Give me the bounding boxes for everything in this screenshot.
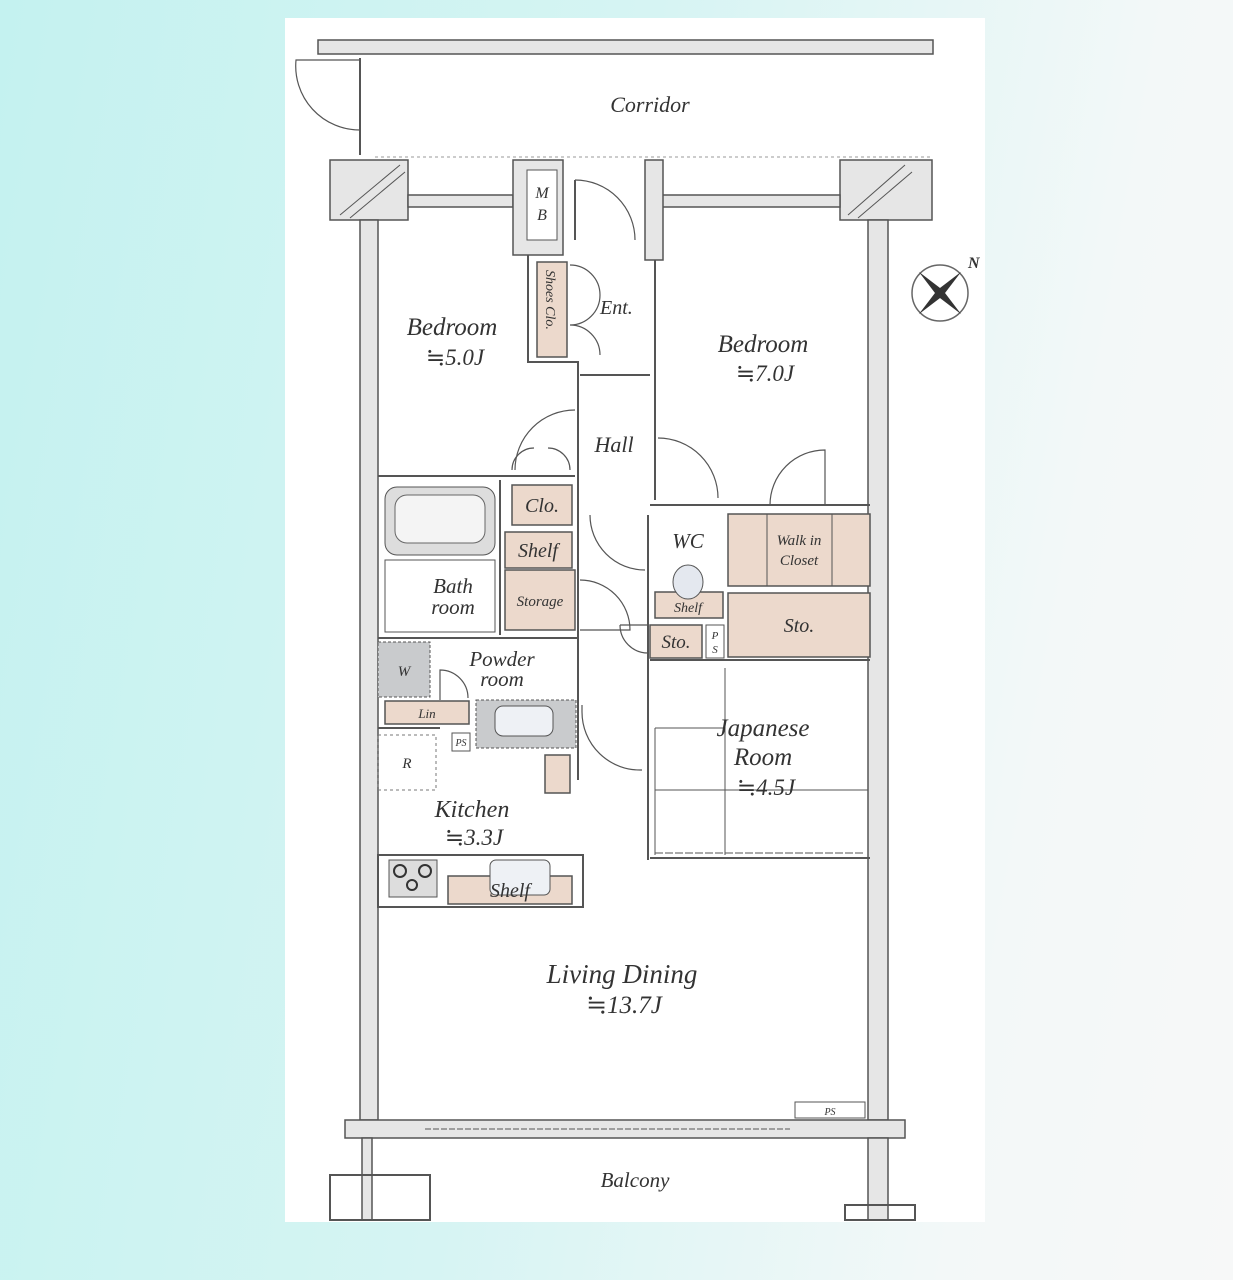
fridge-space (377, 734, 437, 791)
japanese-room-label-2: Room (733, 744, 792, 771)
outer-walls (329, 159, 933, 1221)
shelf-hall (504, 531, 573, 569)
compass-icon (911, 264, 969, 322)
closet-label: Clo. (525, 495, 559, 517)
washer-space (377, 641, 431, 698)
kitchen-shelf-label: Shelf (490, 880, 532, 902)
fridge-label: R (401, 756, 411, 772)
walk-in-closet-label-2: Closet (780, 553, 819, 569)
storage (504, 569, 576, 631)
bath-label-room: room (431, 595, 475, 619)
corridor-railing (317, 39, 934, 55)
ps2-label: PS (454, 738, 466, 749)
linen-shelf (384, 700, 470, 725)
living-dining-size: ≒13.7J (586, 992, 664, 1019)
wc-shelf-label: Shelf (674, 601, 704, 616)
bedroom1-size: ≒5.0J (426, 345, 486, 370)
ps3-label: PS (823, 1107, 835, 1118)
sink-icon (489, 859, 551, 896)
bath-label: Bath (433, 574, 473, 598)
bedroom2-size: ≒7.0J (736, 361, 796, 386)
compass-north-label: N (967, 255, 981, 272)
shoes-closet-label: Shoes Clo. (542, 270, 557, 330)
kitchen-size: ≒3.3J (445, 825, 505, 850)
bedroom2-label: Bedroom (718, 331, 809, 358)
storage-small (649, 624, 703, 659)
walk-in-closet (727, 513, 871, 587)
ps1-label-s: S (712, 644, 718, 656)
linen-label: Lin (417, 706, 435, 721)
ps1-label-p: P (711, 630, 719, 642)
interior-walls (378, 255, 870, 860)
washer-label: W (398, 664, 412, 680)
storage-small-label: Sto. (661, 632, 690, 653)
tatami-lines (654, 668, 868, 855)
corridor-label: Corridor (610, 92, 690, 117)
japanese-room-size: ≒4.5J (737, 775, 797, 800)
shelf-hall-label: Shelf (518, 540, 560, 562)
japanese-room-label: Japanese (716, 715, 809, 742)
kitchen-label: Kitchen (434, 797, 510, 823)
wc-label: WC (672, 529, 704, 553)
closet (511, 484, 573, 526)
toilet-icon (672, 564, 704, 600)
powder-room-label: Powder (468, 647, 535, 671)
balcony-label: Balcony (601, 1168, 670, 1192)
mb-label-b: B (537, 207, 547, 224)
bedroom1-label: Bedroom (407, 314, 498, 341)
storage-large-label: Sto. (784, 615, 815, 637)
entrance-door-swing (574, 179, 636, 241)
pantry (544, 754, 571, 794)
corridor-door-swing (295, 59, 361, 131)
powder-room-label-2: room (480, 667, 524, 691)
shoes-closet (536, 261, 568, 358)
storage-label: Storage (517, 594, 564, 610)
storage-large (727, 592, 871, 658)
walk-in-closet-label: Walk in (777, 533, 822, 549)
mb-label-m: M (534, 185, 550, 202)
entrance-label: Ent. (599, 297, 633, 319)
living-dining-label: Living Dining (546, 959, 698, 989)
hall-label: Hall (593, 432, 633, 457)
